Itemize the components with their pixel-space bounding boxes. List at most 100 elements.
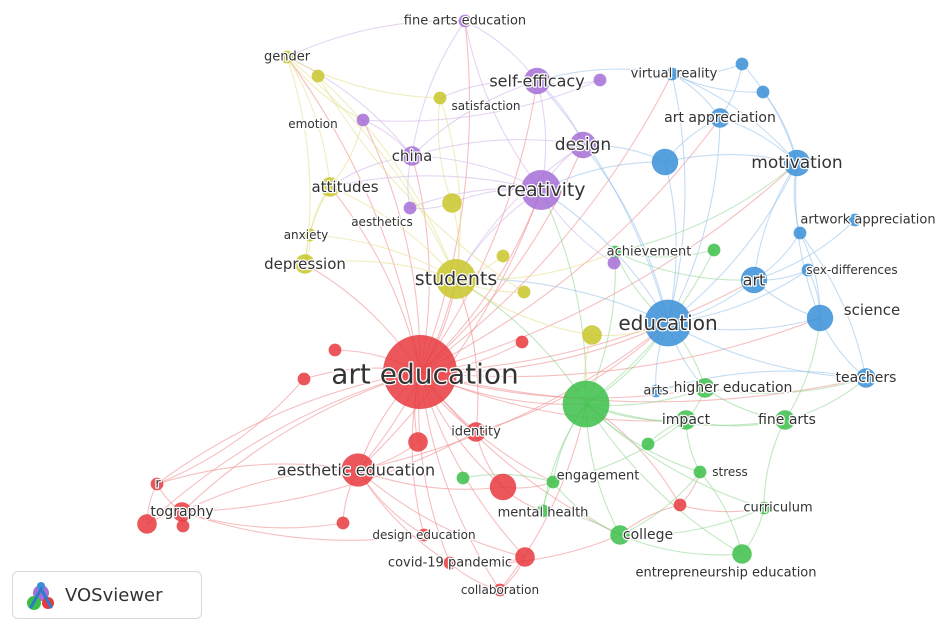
- node-yellow-a[interactable]: [442, 193, 462, 213]
- label-r[interactable]: r: [154, 475, 163, 493]
- node-red-j[interactable]: [673, 498, 687, 512]
- node-art-education[interactable]: [383, 335, 457, 409]
- node-science[interactable]: [806, 304, 834, 332]
- node-motivation[interactable]: [783, 149, 811, 177]
- node-satisfaction[interactable]: [433, 91, 447, 105]
- node-design-education[interactable]: [417, 528, 431, 542]
- label-fine-arts[interactable]: fine arts: [757, 411, 817, 430]
- label-motivation[interactable]: motivation: [750, 152, 844, 175]
- label-china[interactable]: china: [390, 146, 433, 167]
- node-teachers[interactable]: [856, 368, 876, 388]
- node-sex-differences[interactable]: [801, 263, 815, 277]
- label-creativity[interactable]: creativity: [495, 178, 587, 203]
- node-fine-arts-education[interactable]: [458, 14, 472, 28]
- node-engagement[interactable]: [546, 475, 560, 489]
- node-design[interactable]: [569, 131, 597, 159]
- node-blue-c[interactable]: [756, 85, 770, 99]
- label-science[interactable]: science: [843, 300, 902, 321]
- node-red-b[interactable]: [489, 473, 517, 501]
- node-virtual-reality[interactable]: [665, 67, 679, 81]
- node-red-c[interactable]: [408, 432, 428, 452]
- node-purple-b[interactable]: [593, 73, 607, 87]
- label-emotion[interactable]: emotion: [287, 116, 339, 133]
- node-entrepreneurship-education[interactable]: [732, 544, 752, 564]
- node-mental-health[interactable]: [536, 504, 550, 518]
- label-fine-arts-education[interactable]: fine arts education: [403, 12, 528, 30]
- label-stress[interactable]: stress: [711, 464, 749, 481]
- label-virtual-reality[interactable]: virtual reality: [629, 65, 719, 83]
- node-identity[interactable]: [466, 422, 486, 442]
- node-blue-b[interactable]: [735, 57, 749, 71]
- label-sex-differences[interactable]: sex-differences: [805, 262, 899, 279]
- node-attitudes[interactable]: [320, 177, 340, 197]
- node-red-e[interactable]: [515, 547, 535, 567]
- label-curriculum[interactable]: curriculum: [742, 499, 814, 517]
- label-satisfaction[interactable]: satisfaction: [450, 98, 522, 115]
- label-art[interactable]: art: [741, 269, 766, 291]
- label-aesthetic-education[interactable]: aesthetic education: [276, 459, 437, 481]
- label-arts[interactable]: arts: [642, 382, 670, 400]
- node-covid-19-pandemic[interactable]: [443, 556, 457, 570]
- node-yellow-b[interactable]: [311, 69, 325, 83]
- label-self-efficacy[interactable]: self-efficacy: [488, 70, 586, 92]
- node-yellow-e[interactable]: [517, 285, 531, 299]
- node-stress[interactable]: [693, 465, 707, 479]
- node-self-efficacy[interactable]: [523, 67, 551, 95]
- label-anxiety[interactable]: anxiety: [282, 227, 329, 244]
- node-r[interactable]: [150, 477, 164, 491]
- node-red-g[interactable]: [515, 335, 529, 349]
- label-design-education[interactable]: design education: [371, 527, 477, 544]
- node-college[interactable]: [610, 525, 630, 545]
- label-collaboration[interactable]: collaboration: [460, 582, 541, 599]
- node-yellow-d[interactable]: [582, 325, 602, 345]
- node-students[interactable]: [436, 259, 476, 299]
- node-emotion[interactable]: [356, 113, 370, 127]
- node-green-c[interactable]: [641, 437, 655, 451]
- label-college[interactable]: college: [622, 526, 675, 545]
- node-blue-a[interactable]: [651, 148, 679, 176]
- node-red-f[interactable]: [328, 343, 342, 357]
- node-collaboration[interactable]: [493, 583, 507, 597]
- node-blue-d[interactable]: [848, 213, 862, 227]
- label-art-appreciation[interactable]: art appreciation: [663, 109, 777, 128]
- node-education[interactable]: [644, 299, 692, 347]
- node-curriculum[interactable]: [757, 501, 771, 515]
- label-entrepreneurship-education[interactable]: entrepreneurship education: [634, 564, 818, 582]
- node-aesthetics[interactable]: [403, 201, 417, 215]
- label-gender[interactable]: gender: [263, 48, 312, 66]
- node-achievement[interactable]: [608, 245, 622, 259]
- label-covid-19-pandemic[interactable]: covid-19 pandemic: [387, 554, 514, 572]
- node-anxiety[interactable]: [303, 228, 317, 242]
- label-teachers[interactable]: teachers: [834, 369, 897, 388]
- node-impact[interactable]: [676, 410, 696, 430]
- node-purple-a[interactable]: [607, 256, 621, 270]
- node-green-hub[interactable]: [562, 380, 610, 428]
- node-red-i[interactable]: [176, 519, 190, 533]
- label-attitudes[interactable]: attitudes: [310, 177, 380, 198]
- node-green-b[interactable]: [456, 471, 470, 485]
- label-higher-education[interactable]: higher education: [672, 379, 793, 398]
- label-aesthetics[interactable]: aesthetics: [350, 214, 414, 231]
- node-aesthetic-education[interactable]: [341, 453, 375, 487]
- label-education[interactable]: education: [617, 310, 719, 337]
- node-red-d[interactable]: [297, 372, 311, 386]
- node-green-a[interactable]: [707, 243, 721, 257]
- node-gender[interactable]: [280, 50, 294, 64]
- node-red-h[interactable]: [336, 516, 350, 530]
- label-achievement[interactable]: achievement: [605, 243, 692, 261]
- vosviewer-badge[interactable]: VOSviewer: [12, 571, 202, 619]
- node-arts[interactable]: [649, 384, 663, 398]
- node-tography[interactable]: [172, 502, 192, 522]
- node-red-a[interactable]: [137, 514, 157, 534]
- node-fine-arts[interactable]: [775, 410, 795, 430]
- label-mental-health[interactable]: mental health: [496, 504, 589, 522]
- label-artwork-appreciation[interactable]: artwork appreciation: [799, 211, 937, 229]
- node-creativity[interactable]: [521, 170, 561, 210]
- label-students[interactable]: students: [413, 267, 498, 292]
- node-depression[interactable]: [295, 254, 315, 274]
- node-yellow-c[interactable]: [496, 249, 510, 263]
- label-engagement[interactable]: engagement: [555, 467, 640, 485]
- label-design[interactable]: design: [554, 134, 613, 157]
- label-identity[interactable]: identity: [450, 423, 502, 441]
